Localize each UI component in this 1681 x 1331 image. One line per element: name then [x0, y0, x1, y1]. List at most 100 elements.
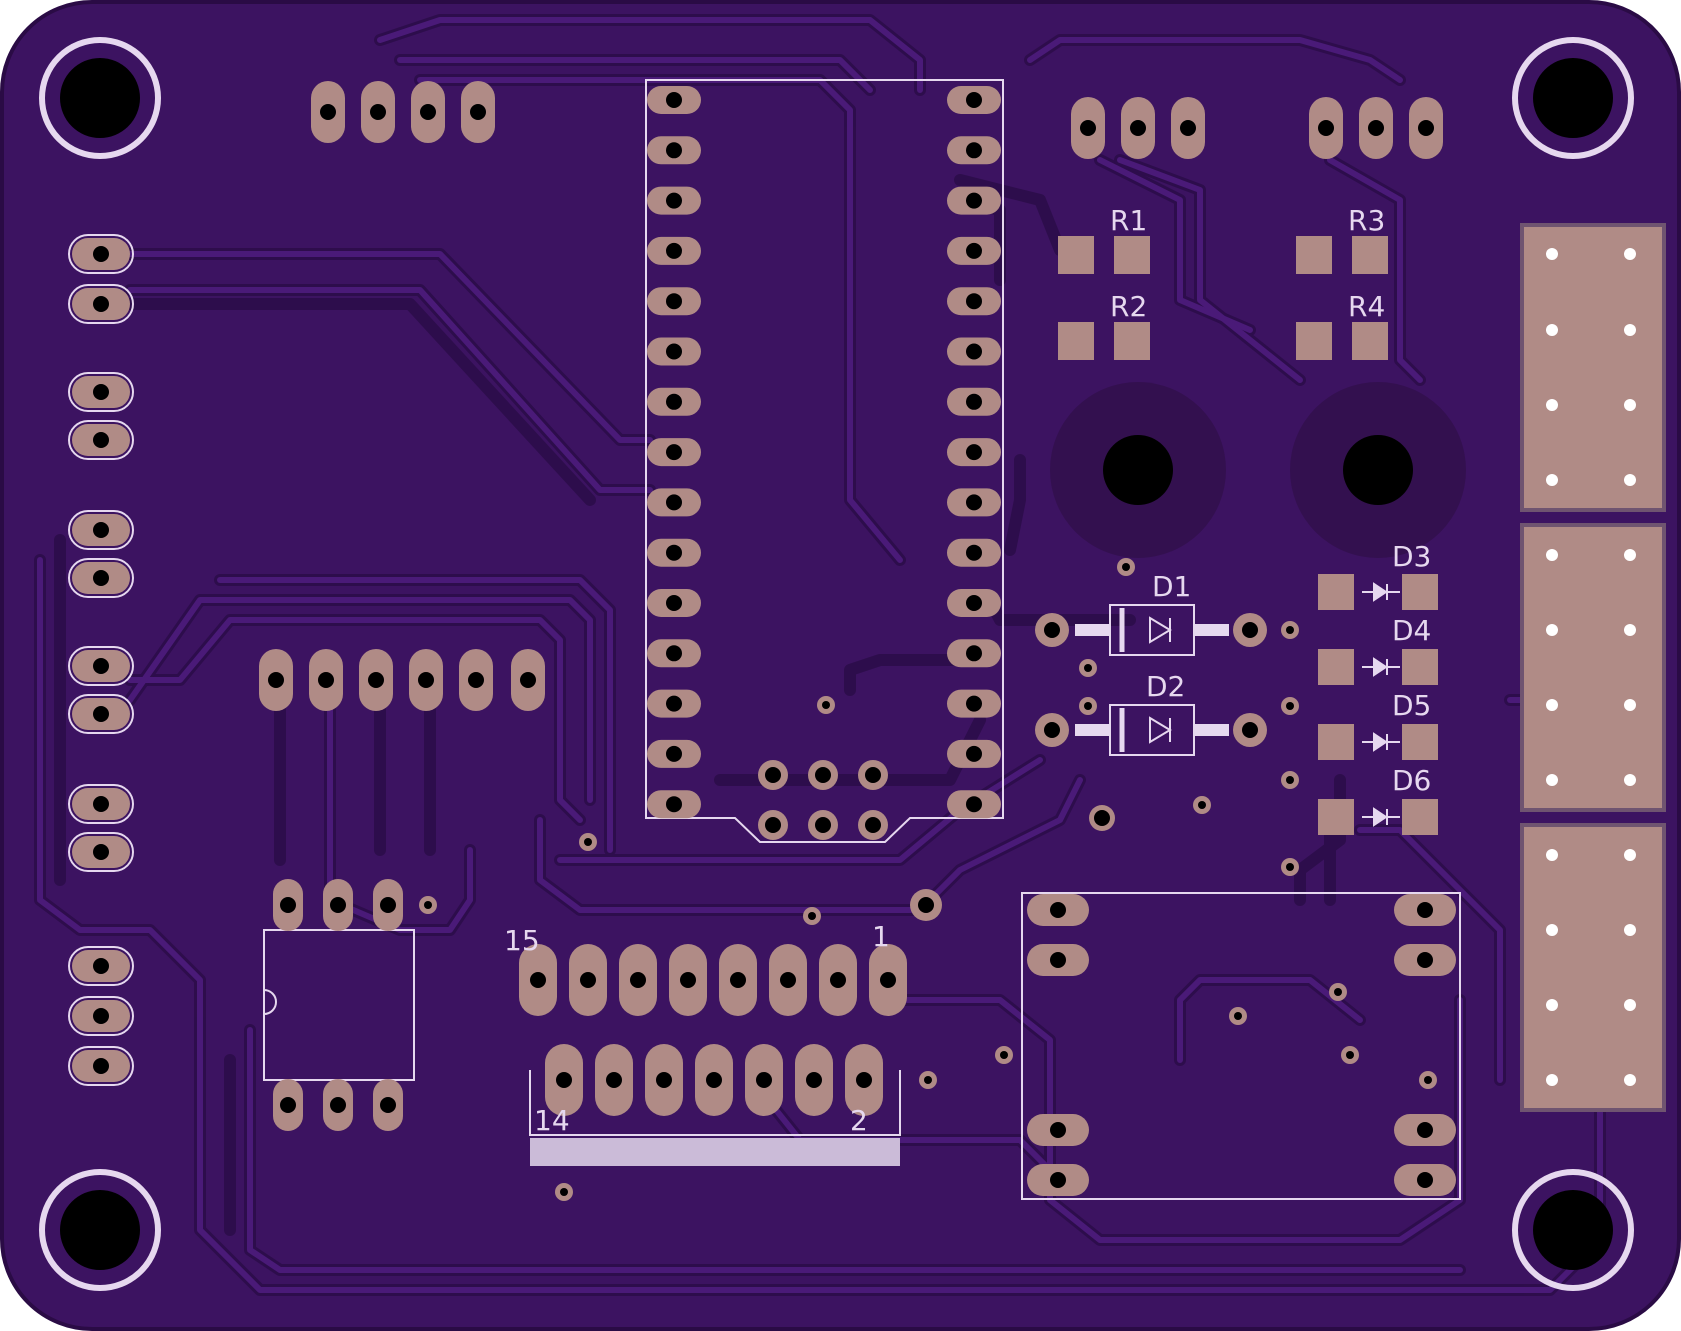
pad-drill: [666, 645, 682, 662]
pad-drill: [630, 972, 646, 988]
terminal-hole: [1624, 1074, 1636, 1086]
trimmer-holes: [1050, 382, 1466, 558]
pad-drill: [93, 1058, 109, 1074]
pad-drill: [966, 796, 982, 813]
vias: [419, 558, 1437, 1201]
pad-drill: [370, 104, 386, 120]
pad-drill: [666, 444, 682, 461]
smd-pad: [1402, 649, 1438, 685]
terminal-hole: [1624, 999, 1636, 1011]
pad-drill: [666, 242, 682, 259]
terminal-hole: [1546, 624, 1558, 636]
pad-drill: [93, 522, 109, 538]
pad-drill: [368, 672, 384, 688]
pad-drill: [966, 645, 982, 662]
via-drill: [1000, 1051, 1008, 1059]
via-drill: [808, 912, 816, 920]
pad-drill: [1242, 722, 1258, 738]
diode-d1: [1075, 608, 1229, 652]
pad-drill: [966, 544, 982, 561]
pad-drill: [966, 745, 982, 762]
pad-drill: [93, 296, 109, 312]
pad-silk: [68, 420, 134, 460]
label-d3: D3: [1392, 540, 1431, 573]
terminal-hole: [1546, 774, 1558, 786]
mounting-holes: [39, 37, 1634, 1291]
pad-drill: [666, 544, 682, 561]
pad-drill: [966, 494, 982, 511]
terminal-hole: [1546, 248, 1558, 260]
pad-drill: [470, 104, 486, 120]
terminal-hole: [1624, 699, 1636, 711]
pad-drill: [1050, 902, 1066, 918]
pad-silk: [68, 946, 134, 986]
pad-drill: [320, 104, 336, 120]
smd-pad: [1402, 574, 1438, 610]
pads: [68, 81, 1666, 1196]
pad-drill: [380, 897, 396, 913]
terminal-hole: [1624, 624, 1636, 636]
pad-drill: [680, 972, 696, 988]
pad-drill: [93, 844, 109, 860]
terminal-hole: [1624, 474, 1636, 486]
pad-drill: [966, 595, 982, 611]
pad-drill: [93, 796, 109, 812]
via-drill: [1084, 664, 1092, 672]
terminal-hole: [1546, 699, 1558, 711]
terminal-hole: [1546, 1074, 1558, 1086]
terminal-hole: [1546, 474, 1558, 486]
via-drill: [1424, 1076, 1432, 1084]
pad-drill: [1318, 120, 1334, 136]
label-pin-2: 2: [850, 1104, 868, 1137]
pad-drill: [1418, 120, 1434, 136]
pad-silk: [68, 1046, 134, 1086]
pad-drill: [966, 92, 982, 108]
terminal-hole: [1624, 399, 1636, 411]
pad-drill: [765, 767, 781, 783]
relay-outline: [1021, 892, 1461, 1200]
smd-pad: [1114, 236, 1150, 274]
pad-drill: [830, 972, 846, 988]
pad-drill: [666, 796, 682, 813]
pad-drill: [865, 767, 881, 783]
pad-drill: [856, 1072, 872, 1088]
pad-drill: [93, 246, 109, 262]
terminal-hole: [1624, 849, 1636, 861]
pad-drill: [556, 1072, 572, 1088]
smd-pad: [1402, 799, 1438, 835]
pad-silk: [68, 832, 134, 872]
terminal-hole: [1546, 399, 1558, 411]
pad-silk: [68, 284, 134, 324]
pad-drill: [380, 1097, 396, 1113]
terminal-hole: [1546, 924, 1558, 936]
mounting-hole: [39, 37, 161, 159]
pad-drill: [666, 745, 682, 762]
via-drill: [1084, 702, 1092, 710]
smd-pad: [1058, 236, 1094, 274]
pad-drill: [93, 1008, 109, 1024]
terminal-block: [1520, 223, 1666, 512]
smd-pad: [1318, 574, 1354, 610]
pad-drill: [1044, 722, 1060, 738]
pad-drill: [880, 972, 896, 988]
pad-drill: [706, 1072, 722, 1088]
led-symbols: [1362, 582, 1400, 827]
terminal-hole: [1624, 549, 1636, 561]
pad-drill: [1050, 952, 1066, 968]
label-r2: R2: [1110, 290, 1147, 323]
pad-drill: [765, 817, 781, 833]
pad-drill: [268, 672, 284, 688]
terminal-hole: [1624, 324, 1636, 336]
pad-drill: [520, 672, 536, 688]
header-silk-bar: [530, 1138, 900, 1166]
via-drill: [560, 1188, 568, 1196]
via-drill: [1198, 801, 1206, 809]
terminal-hole: [1624, 774, 1636, 786]
pad-drill: [666, 595, 682, 611]
pad-drill: [815, 817, 831, 833]
label-d2: D2: [1146, 670, 1185, 703]
pad-drill: [666, 92, 682, 108]
via-drill: [1234, 1012, 1242, 1020]
smd-pad: [1352, 236, 1388, 274]
